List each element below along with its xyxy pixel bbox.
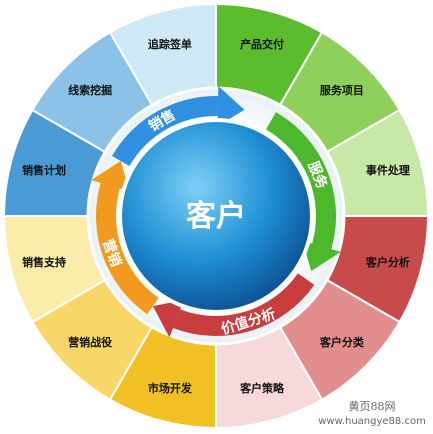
outer-segments	[2, 2, 430, 430]
center-label: 客户	[186, 199, 246, 234]
watermark-url: www.huangye88.com	[318, 416, 426, 427]
segment-label: 追踪签单	[148, 37, 192, 51]
segment-label: 客户策略	[239, 381, 285, 395]
segment-label: 客户分析	[365, 255, 410, 269]
segment-label: 营销战役	[68, 335, 112, 349]
ring-arrow-body	[172, 273, 315, 336]
ring-arrow-head	[302, 240, 341, 271]
segment-label: 销售支持	[22, 255, 66, 269]
ring-arrow-head	[91, 161, 130, 192]
segment-label: 销售计划	[22, 163, 66, 177]
segment-label: 事件处理	[366, 163, 410, 177]
watermark-name: 黄页88网	[349, 399, 396, 413]
ring-arrow-body	[112, 96, 219, 166]
segment-label: 市场开发	[148, 381, 193, 395]
segment-label: 客户分类	[319, 335, 365, 349]
ring-arrow-head	[152, 300, 184, 338]
segment-label: 产品交付	[240, 37, 284, 51]
segment-label: 线索挖掘	[68, 83, 112, 97]
center-circle	[118, 118, 314, 314]
ring-arrow-head	[217, 86, 245, 127]
ring-arrow-body	[266, 112, 336, 250]
segment-label: 服务项目	[320, 83, 364, 97]
ring-arrow-body	[95, 182, 159, 315]
